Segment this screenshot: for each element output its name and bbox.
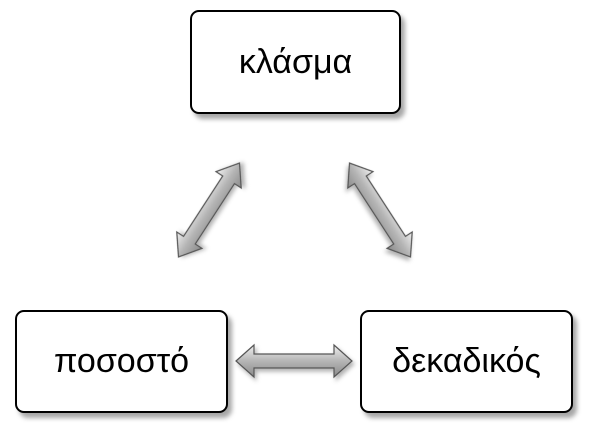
node-pososto: ποσοστό [15, 310, 228, 413]
node-pososto-label: ποσοστό [53, 342, 190, 380]
node-klasma: κλάσμα [190, 10, 401, 114]
double-arrow-klasma-dekadikos [347, 162, 413, 258]
double-arrow-klasma-pososto [176, 162, 242, 258]
double-arrow-pososto-dekadikos [235, 343, 353, 379]
node-dekadikos: δεκαδικός [360, 310, 573, 413]
node-dekadikos-label: δεκαδικός [392, 342, 541, 380]
node-klasma-label: κλάσμα [238, 42, 353, 81]
